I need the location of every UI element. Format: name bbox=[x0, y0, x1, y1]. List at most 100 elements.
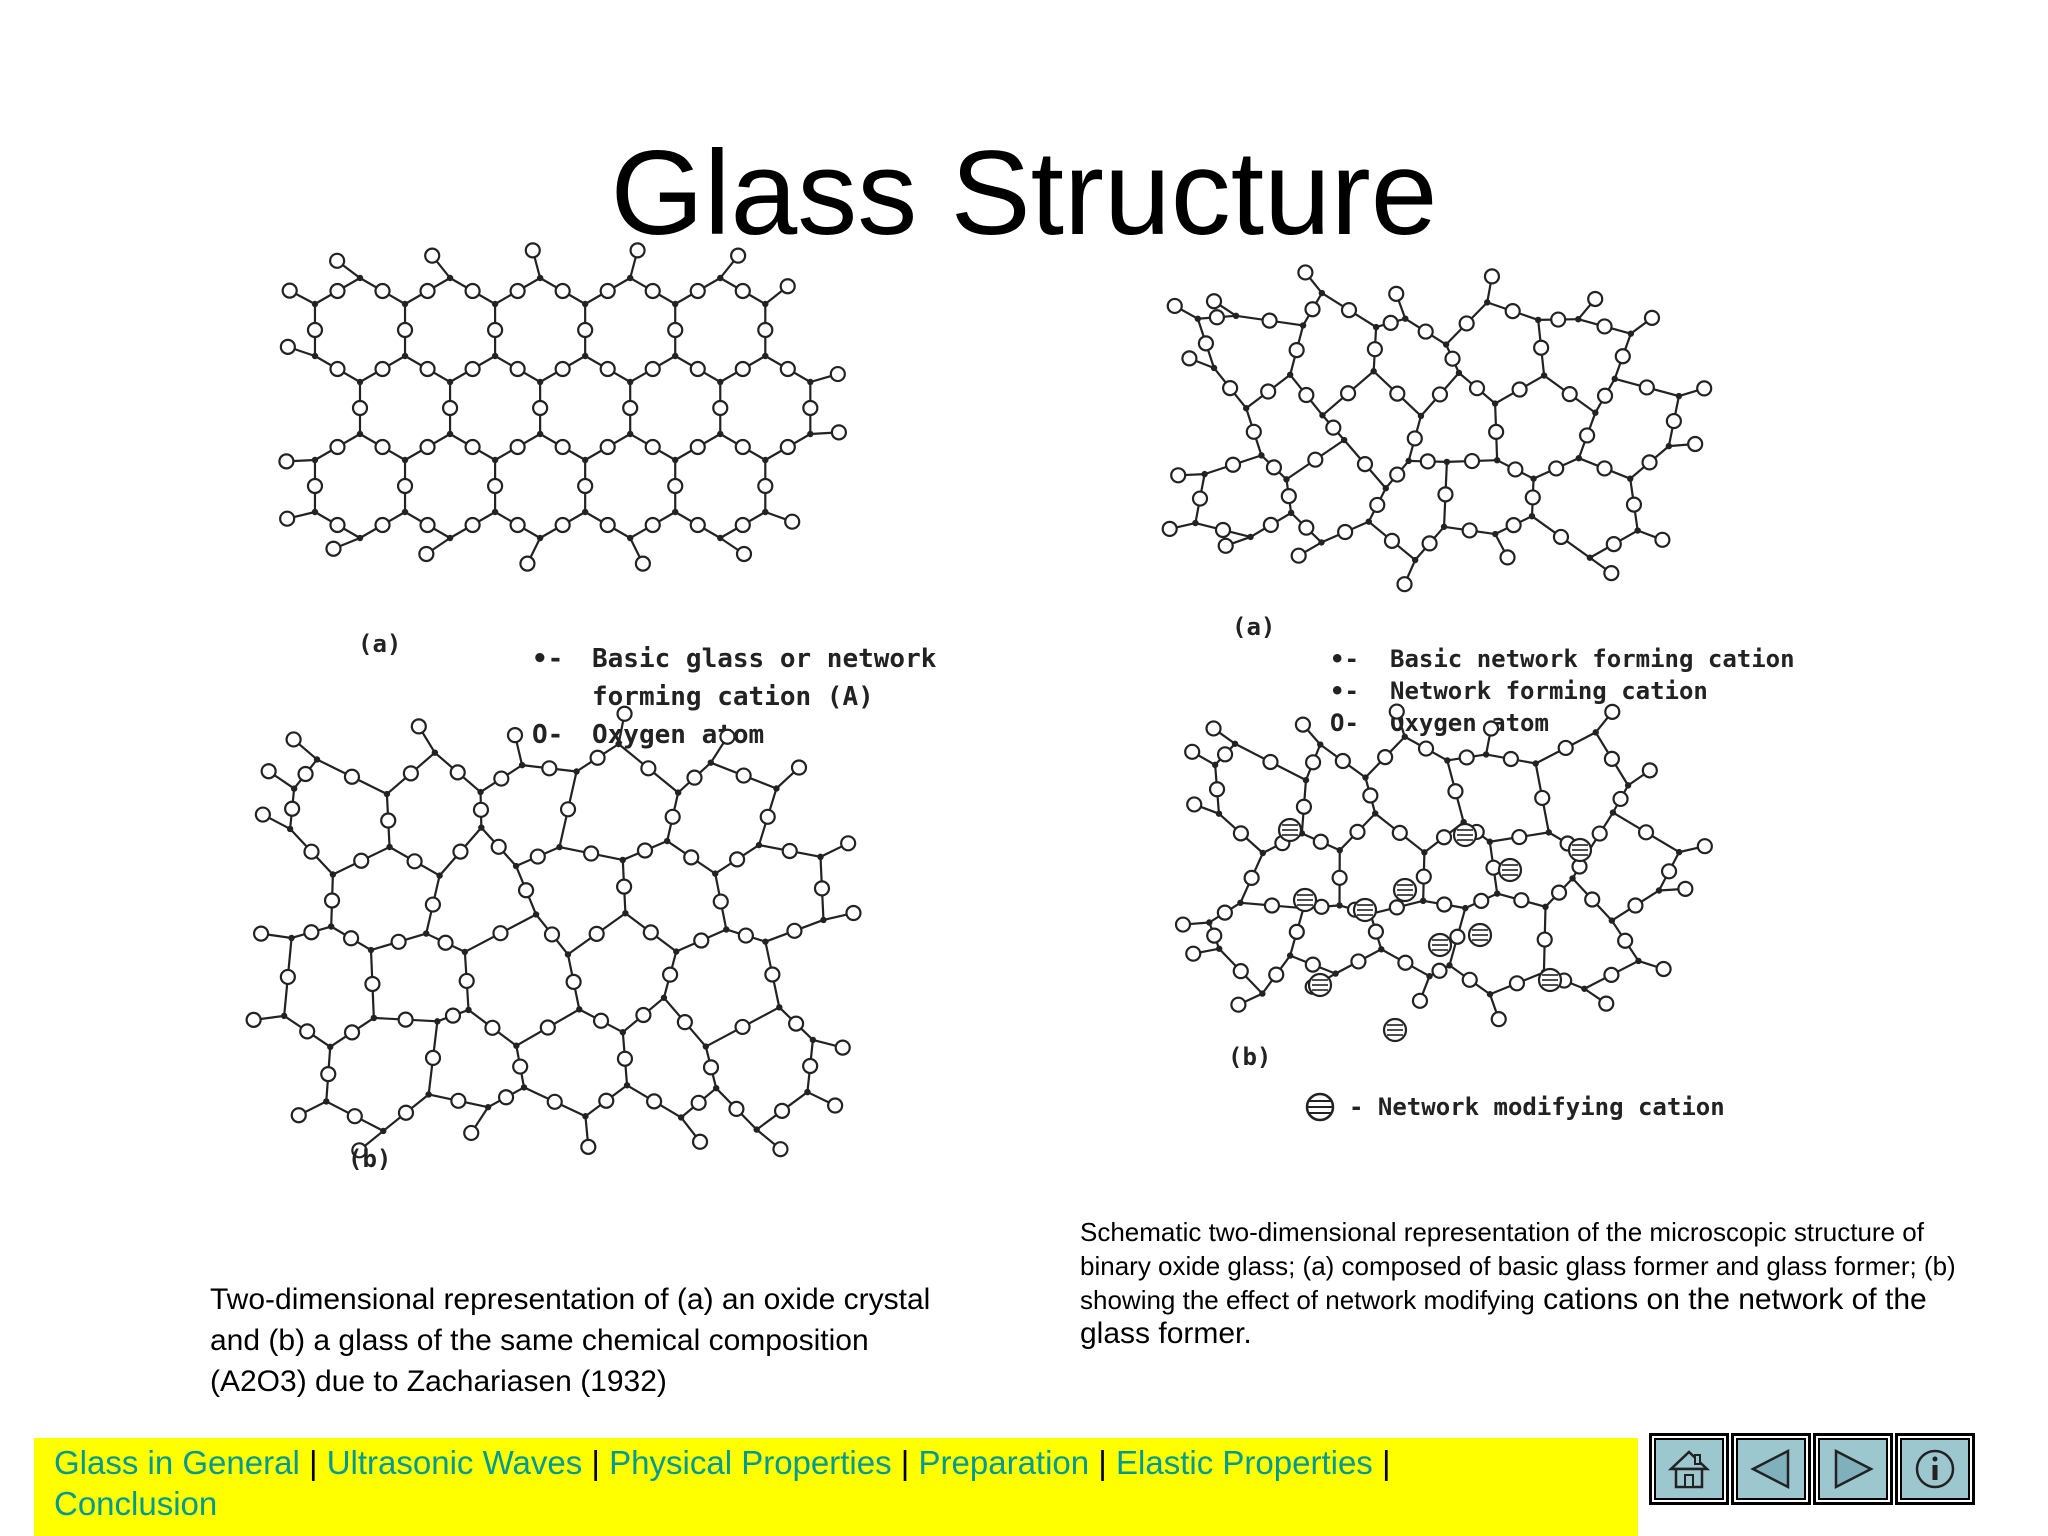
oxygen-atom bbox=[729, 851, 746, 868]
nav-separator: | bbox=[591, 1444, 600, 1481]
cation-atom bbox=[622, 910, 629, 917]
cation-atom bbox=[1462, 904, 1469, 912]
oxygen-atom bbox=[1587, 290, 1604, 308]
oxygen-atom bbox=[1174, 916, 1192, 933]
oxygen-atom bbox=[278, 453, 295, 470]
cation-atom bbox=[712, 1084, 720, 1092]
cation-atom bbox=[1446, 962, 1453, 969]
home-button[interactable] bbox=[1649, 1433, 1729, 1505]
cation-atom bbox=[1455, 369, 1463, 377]
nav-link-elastic-properties[interactable]: Elastic Properties bbox=[1116, 1444, 1373, 1481]
oxygen-atom bbox=[634, 555, 651, 572]
oxygen-atom bbox=[351, 1142, 368, 1159]
nav-link-ultrasonic-waves[interactable]: Ultrasonic Waves bbox=[326, 1444, 583, 1481]
oxygen-atom bbox=[1612, 790, 1629, 808]
oxygen-atom bbox=[329, 516, 346, 534]
oxygen-atom bbox=[1389, 385, 1406, 402]
right-legend: •- Basic network forming cation •- Netwo… bbox=[1330, 643, 1795, 739]
cation-atom bbox=[753, 1126, 760, 1133]
oxygen-atom bbox=[834, 1039, 851, 1056]
oxygen-atom bbox=[1614, 348, 1631, 365]
oxygen-atom bbox=[1458, 749, 1475, 766]
cation-atom bbox=[1491, 400, 1499, 407]
oxygen-atom bbox=[1325, 419, 1342, 436]
oxygen-atom bbox=[691, 1133, 709, 1150]
cation-atom bbox=[581, 508, 589, 516]
oxygen-atom bbox=[1596, 460, 1613, 477]
oxygen-atom bbox=[1268, 966, 1285, 983]
oxygen-atom bbox=[592, 1012, 610, 1029]
cation-atom bbox=[311, 300, 319, 308]
oxygen-atom bbox=[1419, 453, 1436, 470]
oxygen-atom bbox=[599, 516, 616, 534]
oxygen-atom bbox=[1216, 746, 1234, 763]
oxygen-atom bbox=[1230, 996, 1247, 1013]
info-button[interactable] bbox=[1895, 1433, 1975, 1505]
back-button[interactable] bbox=[1731, 1433, 1811, 1505]
home-icon bbox=[1667, 1450, 1711, 1489]
oxygen-atom bbox=[402, 765, 419, 782]
nav-link-glass-in-general[interactable]: Glass in General bbox=[54, 1444, 300, 1481]
oxygen-atom bbox=[519, 555, 536, 572]
cation-atom bbox=[1372, 323, 1380, 331]
oxygen-atom bbox=[285, 731, 302, 748]
oxygen-atom bbox=[279, 510, 296, 527]
oxygen-atom bbox=[452, 843, 469, 860]
oxygen-atom bbox=[329, 282, 346, 300]
nav-separator: | bbox=[900, 1444, 910, 1481]
oxygen-atom bbox=[512, 1058, 529, 1075]
oxygen-atom bbox=[1421, 535, 1438, 552]
oxygen-atom bbox=[667, 477, 684, 495]
oxygen-atom bbox=[396, 477, 414, 495]
cation-atom bbox=[1340, 436, 1348, 444]
oxygen-atom bbox=[329, 252, 346, 269]
oxygen-atom bbox=[1603, 966, 1620, 983]
oxygen-atom bbox=[787, 1015, 805, 1032]
cation-atom bbox=[1493, 457, 1501, 464]
oxygen-atom bbox=[390, 933, 407, 950]
oxygen-atom bbox=[509, 516, 526, 534]
oxygen-atom bbox=[1473, 892, 1490, 909]
oxygen-atom bbox=[1507, 461, 1524, 478]
oxygen-atom bbox=[1617, 932, 1634, 949]
oxygen-atom bbox=[779, 278, 796, 295]
oxygen-atom bbox=[1388, 899, 1405, 916]
cation-atom bbox=[1382, 485, 1389, 492]
modifier-legend: - Network modifying cation bbox=[1305, 1092, 1725, 1122]
cation-atom bbox=[436, 872, 443, 879]
nav-link-conclusion[interactable]: Conclusion bbox=[54, 1485, 218, 1522]
cation-atom bbox=[1302, 776, 1310, 784]
navigation-buttons bbox=[1649, 1433, 1975, 1505]
cation-atom bbox=[1405, 457, 1412, 465]
cation-atom bbox=[717, 378, 724, 386]
cation-atom bbox=[755, 841, 763, 849]
cation-atom bbox=[386, 843, 393, 851]
oxygen-atom bbox=[676, 1014, 693, 1031]
nav-link-physical-properties[interactable]: Physical Properties bbox=[609, 1444, 892, 1481]
oxygen-atom bbox=[449, 764, 466, 781]
oxygen-atom bbox=[303, 924, 320, 941]
oxygen-atom bbox=[524, 242, 541, 259]
oxygen-atom bbox=[1625, 496, 1643, 513]
oxygen-atom bbox=[464, 282, 481, 300]
oxygen-atom bbox=[1297, 264, 1314, 281]
oxygen-atom bbox=[1483, 268, 1501, 285]
oxygen-atom bbox=[598, 1092, 615, 1109]
oxygen-atom bbox=[1548, 460, 1565, 477]
cation-atom bbox=[536, 430, 544, 438]
oxygen-atom bbox=[380, 812, 397, 829]
cation-atom bbox=[809, 1036, 817, 1044]
cation-atom bbox=[1592, 409, 1599, 416]
oxygen-atom bbox=[689, 516, 706, 534]
cation-atom bbox=[536, 534, 544, 542]
nav-link-preparation[interactable]: Preparation bbox=[918, 1444, 1090, 1481]
left-legend: •- Basic glass or network forming cation… bbox=[532, 640, 936, 754]
forward-button[interactable] bbox=[1813, 1433, 1893, 1505]
legend-text: Basic network forming cation bbox=[1390, 645, 1795, 673]
oxygen-atom bbox=[781, 842, 798, 860]
cation-atom bbox=[1215, 945, 1223, 952]
oxygen-atom bbox=[1304, 754, 1322, 771]
oxygen-atom bbox=[773, 1102, 791, 1119]
oxygen-atom bbox=[284, 800, 301, 817]
cation-atom bbox=[804, 1088, 811, 1096]
